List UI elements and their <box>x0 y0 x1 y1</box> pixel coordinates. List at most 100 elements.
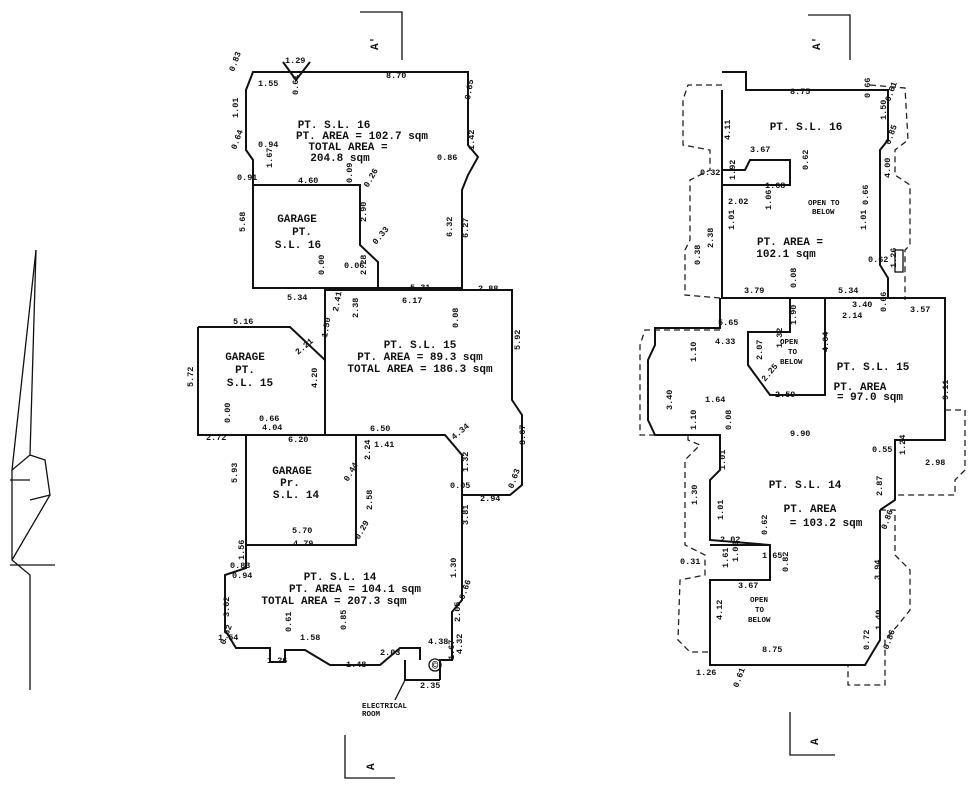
right-sl14-title: PT. S.L. 14 <box>769 480 842 492</box>
dimension-label: 1.65 <box>762 551 782 561</box>
dimension-label: 0.05 <box>450 481 470 491</box>
dimension-label: 1.30 <box>690 485 700 505</box>
dimension-label: 3.67 <box>518 425 528 445</box>
dimension-label: 1.30 <box>449 558 459 578</box>
dimension-label: 1.06 <box>764 190 774 210</box>
right-sl16-area-label: PT. AREA = <box>757 237 823 249</box>
dimension-label: 4.79 <box>293 539 313 549</box>
dimension-label: 4.00 <box>883 158 893 178</box>
garage15-label: GARAGE <box>225 352 265 364</box>
dimension-label: 4.38 <box>428 637 448 647</box>
dimension-label: 2.25 <box>760 362 781 384</box>
dimension-label: 2.28 <box>359 255 369 275</box>
dimension-label: 9.11 <box>941 380 951 400</box>
dimension-label: 1.01 <box>716 500 726 520</box>
garage15-outline <box>197 326 326 436</box>
right-sl14-area-value: = 103.2 sqm <box>790 518 863 530</box>
dimension-label: 1.56 <box>237 540 247 560</box>
dimension-label: 0.00 <box>317 255 327 275</box>
dimension-label: 0.66 <box>861 185 871 205</box>
right-sl16-outline <box>721 71 889 299</box>
right-labels: PT. S.L. 16 OPEN TO BELOW PT. AREA = 102… <box>748 122 910 625</box>
garage14-sl: S.L. 14 <box>273 490 320 502</box>
dimension-label: 0.64 <box>229 128 245 151</box>
dimension-label: 2.21 <box>294 337 316 358</box>
dimension-label: 1.01 <box>727 210 737 230</box>
garage15-pt: PT. <box>235 365 255 377</box>
copyright-circle <box>428 658 442 672</box>
dimension-label: 1.06 <box>731 542 741 562</box>
dimension-label: 0.94 <box>258 140 278 150</box>
dimension-label: 0.26 <box>362 167 381 190</box>
garage16-sl: S.L. 16 <box>275 240 321 252</box>
open-to-below-3: OPEN <box>780 339 798 347</box>
dimension-label: 0.66 <box>879 292 889 312</box>
dimension-label: 0.62 <box>760 515 770 535</box>
dimension-label: 0.86 <box>881 628 897 651</box>
dimension-label: 1.61 <box>721 548 731 568</box>
dimension-label: 1.40 <box>874 610 884 630</box>
dimension-label: 1.01 <box>718 450 728 470</box>
dimension-label: 1.01 <box>231 98 241 118</box>
dimension-label: 2.94 <box>480 494 500 504</box>
dimension-label: 1.55 <box>258 79 278 89</box>
dimension-label: 0.85 <box>339 610 349 630</box>
dimension-label: 2.14 <box>842 311 862 321</box>
dimension-label: 1.67 <box>265 148 275 168</box>
sl14-total: TOTAL AREA = 207.3 sqm <box>261 596 407 608</box>
dimension-label: 2.05 <box>453 602 463 622</box>
right-small-rect <box>894 249 904 273</box>
dimension-label: 4.04 <box>262 423 282 433</box>
dimension-label: 0.91 <box>237 173 257 183</box>
dimension-label: 0.62 <box>801 150 811 170</box>
dimension-label: 0.61 <box>731 666 747 689</box>
right-sl15-title: PT. S.L. 15 <box>837 362 910 374</box>
dimension-label: 1.10 <box>689 410 699 430</box>
dimension-label: 0.86 <box>879 508 895 531</box>
dimension-label: 1.26 <box>696 668 716 678</box>
electrical-room-label: ROOM <box>362 711 381 719</box>
dimension-label: 5.34 <box>287 293 307 303</box>
dimension-label: 3.40 <box>665 390 675 410</box>
copyright-mark: © <box>432 661 439 673</box>
dimension-label: 5.16 <box>233 317 253 327</box>
dimension-label: 2.90 <box>359 202 369 222</box>
dimension-label: 1.67 <box>447 640 457 660</box>
dimension-label: 0.31 <box>680 557 700 567</box>
dimension-label: 1.58 <box>300 633 320 643</box>
dimension-label: 6.17 <box>402 296 422 306</box>
dimension-label: 0.44 <box>342 461 361 484</box>
right-sl16-area-value: 102.1 sqm <box>756 249 816 261</box>
garage14-pt: Pr. <box>280 478 300 490</box>
dimension-label: 4.12 <box>715 600 725 620</box>
dimension-label: 3.67 <box>738 581 758 591</box>
dimension-label: 3.02 <box>222 597 232 617</box>
dimension-label: 2.24 <box>363 440 373 460</box>
dimension-label: 0.61 <box>284 612 294 632</box>
sl16-title: PT. S.L. 16 <box>298 120 371 132</box>
dimension-label: 4.34 <box>450 422 472 443</box>
dimension-label: 1.41 <box>374 440 394 450</box>
sl16-total-value: 204.8 sqm <box>310 153 370 165</box>
dimension-label: 5.92 <box>513 330 523 350</box>
dimension-label: 1.26 <box>267 656 287 666</box>
dimension-label: 2.98 <box>925 458 945 468</box>
open-to-below-2: BELOW <box>812 209 835 217</box>
dimension-label: 5.72 <box>186 367 196 387</box>
dimension-label: 0.83 <box>227 50 243 73</box>
dimension-label: 2.02 <box>720 535 740 545</box>
open-to-below-4: TO <box>788 349 798 357</box>
section-mark-bottom-left: A <box>344 735 395 779</box>
dimension-label: 1.10 <box>689 342 699 362</box>
dimension-label: 0.66 <box>259 414 279 424</box>
dimension-label: 2.03 <box>380 648 400 658</box>
dimension-label: 0.55 <box>872 445 892 455</box>
section-label: A <box>366 763 378 770</box>
north-arrow-symbol <box>10 249 55 690</box>
dimension-label: 0.82 <box>781 552 791 572</box>
dimension-label: 5.65 <box>718 318 738 328</box>
sl15-area: PT. AREA = 89.3 sqm <box>357 352 483 364</box>
dimension-label: 4.11 <box>723 120 733 140</box>
dimension-label: 8.75 <box>762 645 782 655</box>
right-sl15-area-value: = 97.0 sqm <box>837 392 903 404</box>
